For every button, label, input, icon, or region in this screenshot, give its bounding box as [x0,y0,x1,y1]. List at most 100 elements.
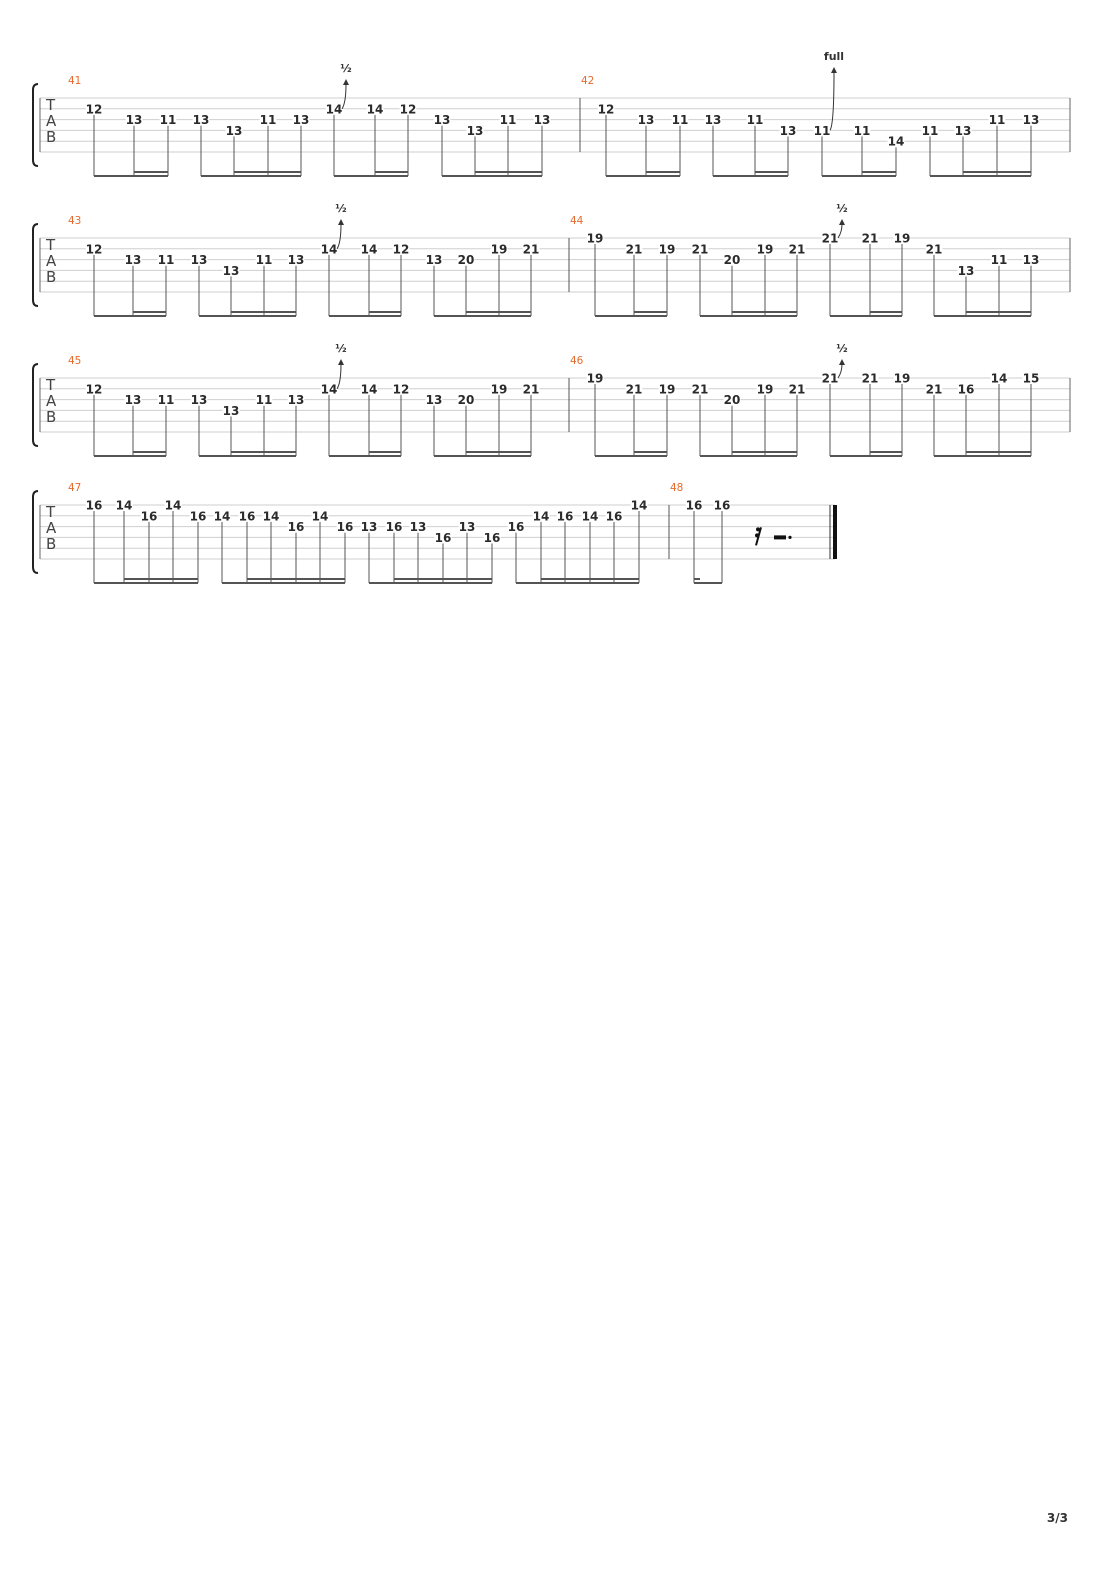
fret-mask [320,382,338,395]
fret-mask [507,520,525,533]
system-bracket [32,223,39,307]
fret-number: 20 [724,393,741,407]
fret-number: 21 [926,382,943,396]
fret-number: 13 [223,264,240,278]
fret-number: 13 [226,124,243,138]
fret-number: 21 [862,372,879,386]
fret-mask [813,124,831,137]
fret-number: 14 [116,499,133,513]
measure-number: 46 [570,355,584,367]
fret-mask [887,135,905,148]
fret-number: 11 [256,393,273,407]
fret-mask [671,113,689,126]
fret-number: 19 [659,242,676,256]
fret-number: 21 [789,382,806,396]
fret-mask [756,242,774,255]
bend-curve [837,363,843,379]
bend-amount: ½ [340,62,351,75]
fret-number: 13 [426,393,443,407]
fret-number: 11 [260,113,277,127]
tab-clef-letter: B [46,535,56,553]
fret-number: 16 [288,520,305,534]
fret-mask [691,242,709,255]
fret-mask [190,253,208,266]
fret-mask [821,232,839,244]
fret-mask [255,253,273,266]
fret-mask [399,102,417,115]
fret-mask [125,113,143,126]
fret-mask [1022,253,1040,266]
fret-number: 13 [1023,113,1040,127]
fret-number: 12 [400,102,417,116]
fret-mask [336,520,354,533]
bend-curve [341,83,347,110]
fret-mask [255,393,273,406]
fret-mask [458,520,476,533]
fret-mask [222,264,240,277]
fret-mask [704,113,722,126]
fret-mask [685,499,703,511]
fret-mask [115,499,133,511]
fret-mask [779,124,797,137]
bend-amount: ½ [335,202,346,215]
fret-mask [861,372,879,384]
fret-number: 11 [854,124,871,138]
fret-mask [957,382,975,395]
bend-arrow-icon [338,359,344,365]
fret-number: 21 [523,382,540,396]
fret-number: 21 [789,242,806,256]
fret-mask [311,509,329,522]
tab-clef-letter: T [45,96,56,114]
fret-mask [85,242,103,255]
fret-number: 14 [361,242,378,256]
fret-mask [853,124,871,137]
fret-number: 19 [894,372,911,386]
fret-mask [192,113,210,126]
fret-mask [597,102,615,115]
fret-number: 12 [393,242,410,256]
fret-number: 21 [523,242,540,256]
fret-mask [658,242,676,255]
fret-mask [499,113,517,126]
fret-number: 11 [158,393,175,407]
fret-mask [157,253,175,266]
fret-mask [954,124,972,137]
fret-number: 16 [484,531,501,545]
fret-number: 13 [193,113,210,127]
bend-arrow-icon [839,219,845,225]
fret-mask [222,404,240,417]
fret-mask [821,372,839,384]
fret-number: 13 [958,264,975,278]
fret-mask [957,264,975,277]
fret-number: 14 [165,499,182,513]
fret-number: 13 [126,113,143,127]
fret-mask [124,393,142,406]
fret-number: 14 [312,509,329,523]
fret-number: 13 [1023,253,1040,267]
fret-number: 14 [367,102,384,116]
tab-clef-letter: A [46,252,57,270]
fret-number: 21 [626,382,643,396]
fret-number: 14 [631,499,648,513]
fret-mask [990,253,1008,266]
fret-mask [788,382,806,395]
fret-number: 21 [926,242,943,256]
fret-number: 21 [822,232,839,246]
fret-number: 16 [557,509,574,523]
fret-mask [533,113,551,126]
fret-number: 11 [256,253,273,267]
fret-mask [238,509,256,522]
fret-number: 13 [191,393,208,407]
fret-mask [625,382,643,395]
fret-number: 13 [223,404,240,418]
fret-mask [360,242,378,255]
fret-number: 11 [989,113,1006,127]
rest-dot [756,527,760,532]
fret-mask [483,531,501,544]
fret-mask [85,102,103,115]
fret-number: 11 [922,124,939,138]
half-rest-icon [774,535,786,540]
fret-mask [157,393,175,406]
